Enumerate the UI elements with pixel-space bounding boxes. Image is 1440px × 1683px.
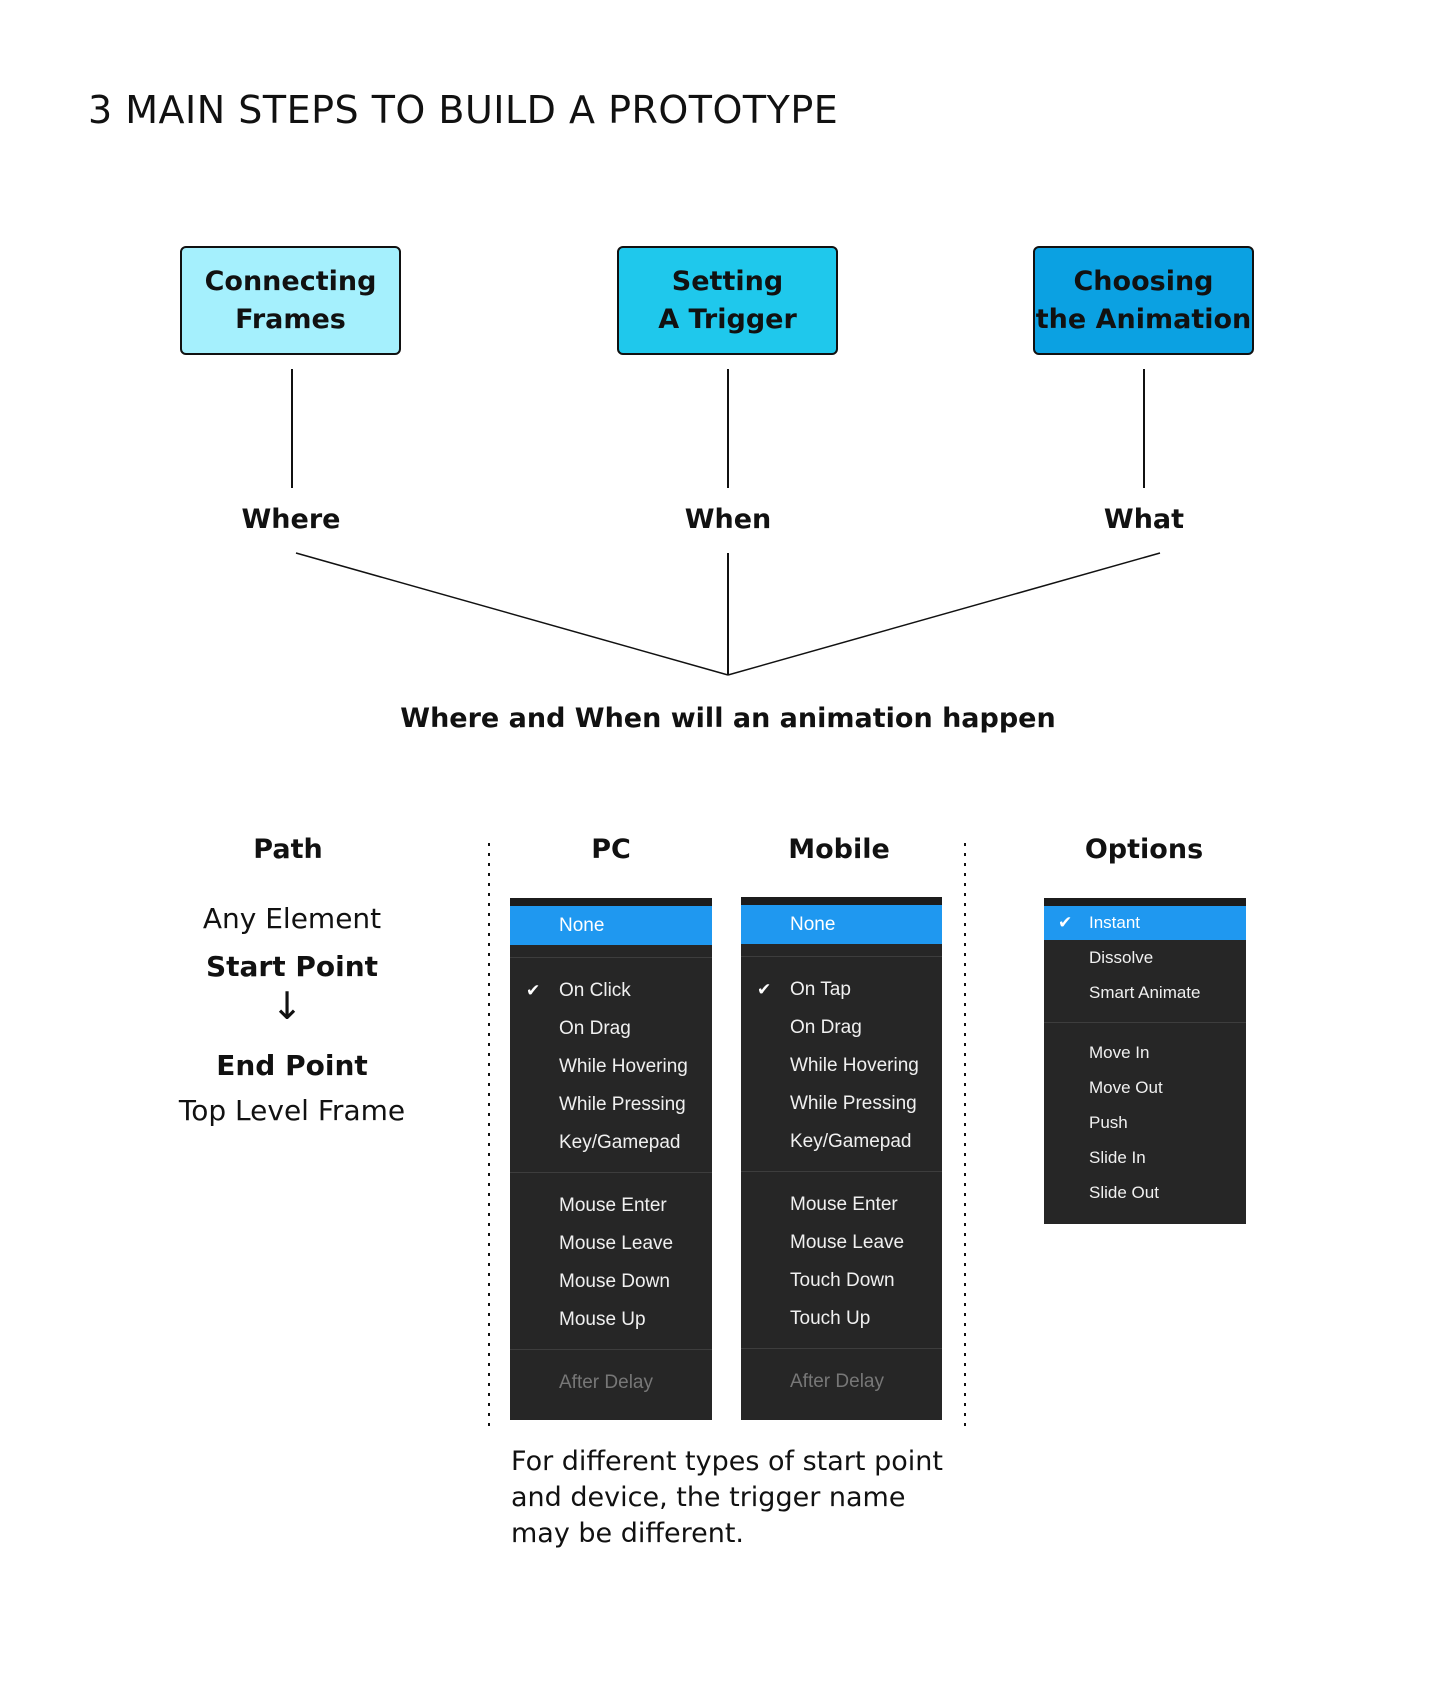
menu-item[interactable]: Move Out <box>1089 1078 1163 1097</box>
merge-line-right <box>727 552 1161 676</box>
label-when: When <box>684 504 772 535</box>
path-top-level-frame: Top Level Frame <box>178 1094 406 1127</box>
menu-divider <box>741 1171 942 1172</box>
menu-item[interactable]: ✔ On Click <box>510 972 712 1010</box>
menu-item[interactable]: ✔ Instant <box>1044 906 1246 940</box>
step-line: Frames <box>235 303 346 335</box>
pc-trigger-menu: None ✔ On Click On Drag While Hovering Wh… <box>510 898 712 1420</box>
menu-item[interactable]: Smart Animate <box>1089 983 1201 1002</box>
menu-item[interactable]: Key/Gamepad <box>559 1132 681 1153</box>
menu-divider <box>741 1348 942 1349</box>
footnote: For different types of start point and d… <box>511 1446 943 1549</box>
mobile-trigger-menu: None ✔ On Tap On Drag While Hovering Whil… <box>741 897 942 1420</box>
menu-item[interactable]: Move In <box>1089 1043 1150 1062</box>
column-heading-pc: PC <box>591 834 631 865</box>
menu-item[interactable]: While Pressing <box>559 1094 686 1115</box>
menu-item[interactable]: Mouse Down <box>559 1271 670 1292</box>
menu-divider <box>1044 1022 1246 1023</box>
menu-divider <box>510 1172 712 1173</box>
step-line: Setting <box>671 265 784 297</box>
menu-item[interactable]: On Drag <box>790 1017 862 1038</box>
menu-item[interactable]: Slide In <box>1089 1148 1146 1167</box>
check-icon: ✔ <box>1058 913 1073 932</box>
menu-divider <box>510 1349 712 1350</box>
menu-item-label: On Tap <box>790 979 851 1000</box>
menu-item[interactable]: Mouse Enter <box>559 1195 667 1216</box>
page-title: 3 MAIN STEPS TO BUILD A PROTOTYPE <box>88 88 839 132</box>
menu-item[interactable]: Mouse Enter <box>790 1194 898 1215</box>
step-choosing-animation: Choosing the Animation <box>1033 246 1254 355</box>
check-icon: ✔ <box>526 981 541 1000</box>
menu-item[interactable]: While Hovering <box>790 1055 919 1076</box>
column-heading-options: Options <box>1084 834 1204 865</box>
menu-item-label: On Click <box>559 980 631 1001</box>
menu-item[interactable]: While Pressing <box>790 1093 917 1114</box>
summary-label: Where and When will an animation happen <box>400 703 1056 734</box>
column-heading-path: Path <box>253 834 323 865</box>
step-line: the Animation <box>1035 303 1252 335</box>
menu-item[interactable]: Touch Up <box>790 1308 871 1329</box>
label-what: What <box>1103 504 1185 535</box>
menu-item[interactable]: Push <box>1089 1113 1128 1132</box>
menu-item[interactable]: Touch Down <box>790 1270 895 1291</box>
menu-item-label: Instant <box>1089 913 1141 932</box>
merge-line-left <box>295 552 729 676</box>
animation-options-menu: ✔Instant Dissolve Smart Animate Move In … <box>1044 898 1246 1224</box>
menu-divider <box>741 956 942 957</box>
label-where: Where <box>241 504 341 535</box>
menu-item[interactable]: Dissolve <box>1089 948 1154 967</box>
down-arrow-icon: ↓ <box>271 984 303 1028</box>
menu-item[interactable]: Mouse Leave <box>559 1233 674 1254</box>
menu-item-after-delay: After Delay <box>790 1371 884 1392</box>
step-line: A Trigger <box>658 303 797 335</box>
menu-item[interactable]: ✔ On Tap <box>741 971 942 1009</box>
menu-item[interactable]: Key/Gamepad <box>790 1131 912 1152</box>
menu-item-none[interactable]: None <box>741 905 942 944</box>
step-line: Choosing <box>1073 265 1214 297</box>
menu-item[interactable]: On Drag <box>559 1018 631 1039</box>
path-start-point: Start Point <box>205 950 379 983</box>
menu-item[interactable]: Slide Out <box>1089 1183 1159 1202</box>
menu-item-none[interactable]: None <box>510 906 712 945</box>
menu-item[interactable]: While Hovering <box>559 1056 688 1077</box>
step-setting-trigger: Setting A Trigger <box>617 246 838 355</box>
step-line: Connecting <box>204 265 377 297</box>
menu-item[interactable]: Mouse Leave <box>790 1232 905 1253</box>
check-icon: ✔ <box>757 980 772 999</box>
menu-item-after-delay: After Delay <box>559 1372 653 1393</box>
path-any-element: Any Element <box>202 902 382 935</box>
path-end-point: End Point <box>216 1049 368 1082</box>
menu-item[interactable]: Mouse Up <box>559 1309 646 1330</box>
column-heading-mobile: Mobile <box>788 834 890 865</box>
menu-divider <box>510 957 712 958</box>
